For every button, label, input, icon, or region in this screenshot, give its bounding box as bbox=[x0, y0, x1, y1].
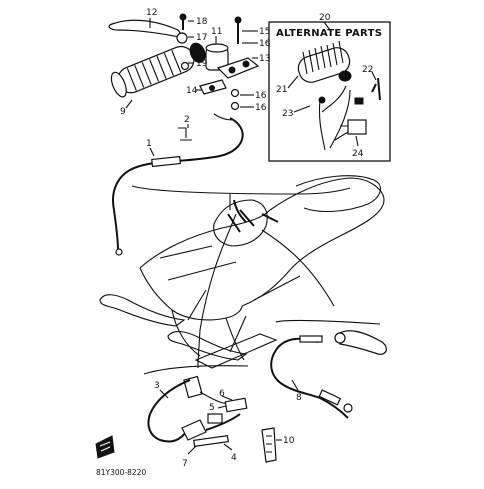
callout-1: 1 bbox=[146, 139, 152, 149]
callout-22: 21 bbox=[276, 85, 287, 95]
callout-24: 23 bbox=[282, 109, 293, 119]
front-direction-badge bbox=[95, 435, 115, 459]
callout-11: 11 bbox=[211, 27, 222, 37]
alt-harness bbox=[318, 85, 367, 151]
alternate-parts-box: ALTERNATE PARTS bbox=[268, 21, 391, 162]
snowmobile-outline bbox=[99, 175, 385, 369]
part-code: 81Y300-8220 bbox=[96, 468, 146, 477]
pointer-right bbox=[261, 229, 335, 307]
callout-4: 4 bbox=[231, 453, 237, 463]
callout-15: 15 bbox=[259, 27, 270, 37]
callout-numbers: 12 18 17 19 11 15 16 13 14 16 16 9 2 1 2… bbox=[120, 8, 373, 469]
throttle-cable bbox=[112, 117, 244, 256]
callout-2: 2 bbox=[184, 115, 190, 125]
throttle-lever-assembly bbox=[108, 13, 260, 141]
callout-18: 17 bbox=[196, 33, 207, 43]
top-group-bracket bbox=[131, 185, 351, 195]
callout-16-top: 16 bbox=[259, 39, 271, 49]
callout-7: 7 bbox=[182, 459, 188, 469]
callout-14: 14 bbox=[186, 86, 198, 96]
callout-9: 9 bbox=[120, 107, 126, 117]
callout-8: 8 bbox=[296, 393, 302, 403]
callout-21: 20 bbox=[319, 13, 331, 23]
part-10-clip bbox=[261, 427, 277, 463]
callout-13: 13 bbox=[259, 54, 270, 64]
callout-10: 10 bbox=[283, 436, 295, 446]
callout-6: 6 bbox=[219, 389, 225, 399]
callout-23: 22 bbox=[362, 65, 373, 75]
engine-stop-switch-assembly bbox=[143, 362, 249, 448]
callout-19: 18 bbox=[196, 17, 208, 27]
brake-lever-cable-assembly bbox=[270, 319, 387, 419]
callout-16-bottom: 16 bbox=[255, 91, 267, 101]
alt-clip bbox=[371, 77, 381, 101]
callout-5: 5 bbox=[209, 403, 215, 413]
callout-20: 19 bbox=[196, 59, 208, 69]
callout-25: 24 bbox=[352, 149, 364, 159]
alternate-parts-title: ALTERNATE PARTS bbox=[276, 28, 382, 39]
leader-lines bbox=[125, 18, 377, 455]
pointer-left bbox=[197, 213, 237, 363]
callout-12: 12 bbox=[146, 8, 157, 18]
callout-17: 16 bbox=[255, 103, 267, 113]
callout-3: 3 bbox=[154, 381, 160, 391]
alt-grip bbox=[297, 40, 352, 83]
